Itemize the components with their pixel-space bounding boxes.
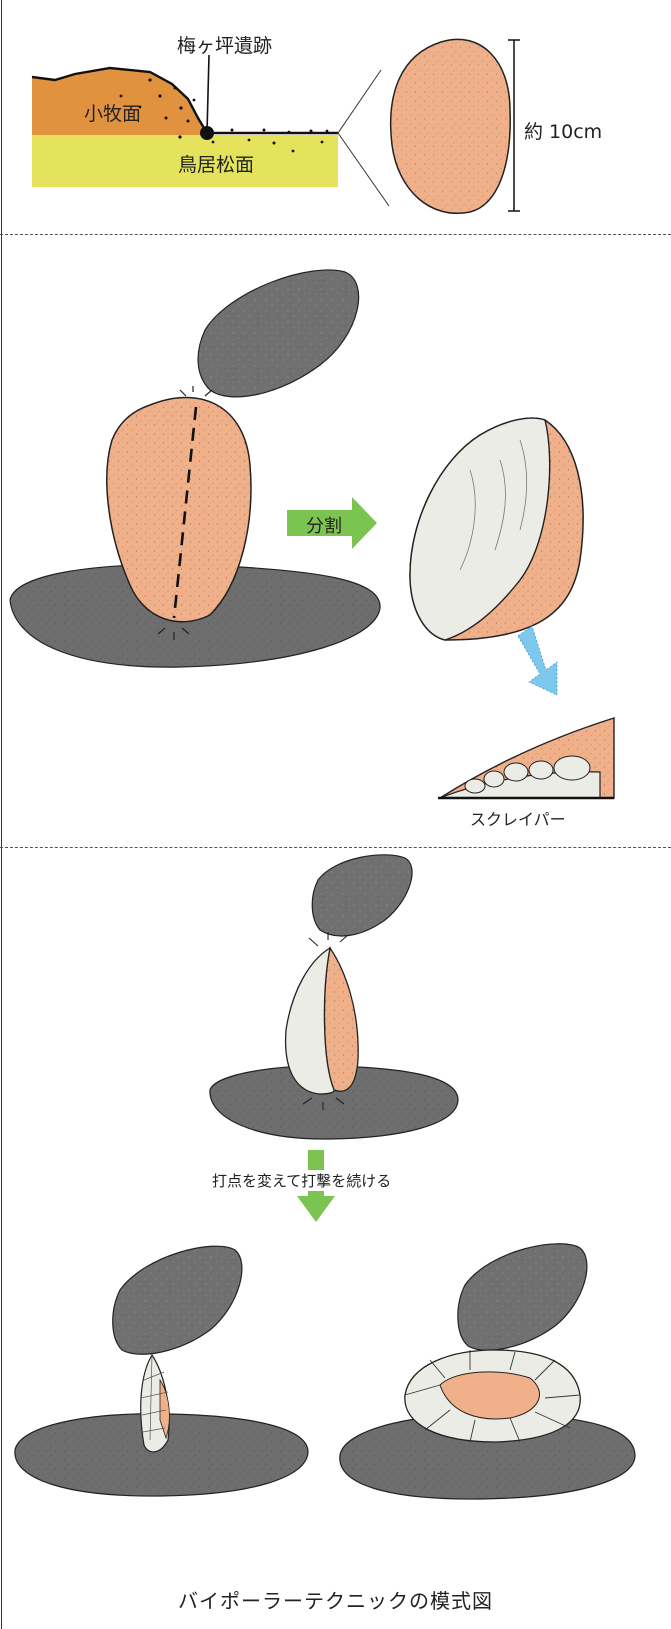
size-label: 約 10cm xyxy=(524,117,602,144)
continue-striking-label: 打点を変えて打撃を続ける xyxy=(211,1170,392,1191)
split-label: 分割 xyxy=(306,512,342,538)
section-divider-1 xyxy=(0,234,671,235)
thin-core xyxy=(141,1355,170,1452)
split-half-cobble xyxy=(410,418,583,640)
site-marker xyxy=(200,126,214,140)
hammer-stone-1 xyxy=(198,270,359,397)
example-pebble xyxy=(391,39,511,213)
komaki-terrace-label: 小牧面 xyxy=(84,99,141,126)
site-label: 梅ヶ坪遺跡 xyxy=(177,31,272,58)
hammer-stone-3 xyxy=(113,1246,242,1354)
terrace-cross-section xyxy=(32,55,389,206)
site-pointer-line xyxy=(207,55,209,133)
scraper-arrow xyxy=(518,626,557,695)
toriimatsu-terrace-label: 鳥居松面 xyxy=(178,150,254,177)
zoom-line-upper xyxy=(338,70,381,133)
hammer-stone-2 xyxy=(312,855,412,936)
hammer-stone-4 xyxy=(458,1244,587,1350)
shattered-core xyxy=(405,1350,580,1442)
scraper-label: スクレイパー xyxy=(470,806,566,830)
half-cobble-upright xyxy=(286,948,359,1094)
scraper-section xyxy=(438,718,614,798)
zoom-line-lower xyxy=(338,133,389,206)
figure-caption: バイポーラーテクニックの模式図 xyxy=(0,1585,671,1614)
section-divider-2 xyxy=(0,847,671,848)
